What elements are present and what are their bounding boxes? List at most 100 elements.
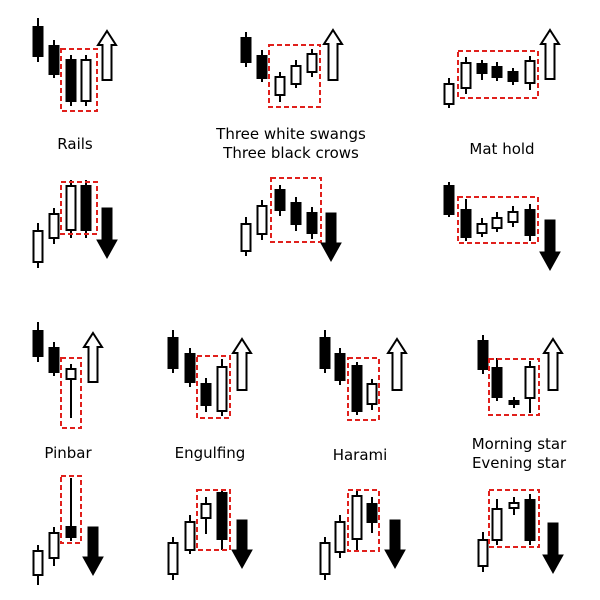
bearish-candle	[507, 68, 519, 85]
highlight-box	[196, 489, 231, 551]
bearish-candle	[319, 330, 331, 373]
label-pinbar: Pinbar	[44, 444, 92, 462]
bullish-candle	[184, 515, 196, 554]
panel-harami-bear	[319, 489, 406, 580]
bearish-candle	[508, 397, 520, 408]
panel-pinbar-bear	[32, 475, 104, 585]
up-arrow-icon	[96, 29, 118, 81]
panel-engulfing-bull	[167, 330, 253, 419]
bearish-candle	[274, 185, 286, 216]
down-arrow-icon	[542, 522, 564, 575]
bearish-candle	[240, 32, 252, 67]
up-arrow-icon	[539, 28, 561, 80]
bullish-candle	[80, 55, 92, 106]
bullish-candle	[65, 180, 77, 238]
bearish-candle	[65, 478, 77, 541]
bearish-candle	[524, 494, 536, 545]
panel-engulfing-bear	[167, 489, 253, 580]
down-arrow-icon	[539, 219, 561, 272]
bearish-candle	[32, 322, 44, 362]
label-engulfing: Engulfing	[174, 444, 246, 462]
label-harami: Harami	[332, 446, 388, 464]
label-three-white-swangs-three-black-crows: Three white swangs Three black crows	[216, 125, 366, 162]
highlight-box	[196, 355, 231, 419]
bearish-candle	[290, 197, 302, 231]
panel-mat-hold-bull	[443, 28, 561, 108]
highlight-box	[60, 181, 98, 235]
highlight-box	[347, 489, 380, 552]
bullish-candle	[524, 56, 536, 90]
panel-evening-star	[477, 489, 564, 575]
bearish-candle	[200, 378, 212, 412]
bullish-candle	[200, 497, 212, 534]
bullish-candle	[319, 537, 331, 580]
bullish-candle	[507, 206, 519, 227]
bullish-candle	[240, 217, 252, 256]
label-rails: Rails	[57, 135, 93, 153]
bearish-candle	[524, 204, 536, 241]
bearish-candle	[216, 490, 228, 550]
bullish-candle	[48, 208, 60, 244]
bullish-candle	[32, 545, 44, 585]
highlight-box	[268, 44, 321, 108]
up-arrow-icon	[82, 331, 104, 383]
bullish-candle	[491, 499, 503, 545]
label-mat-hold: Mat hold	[469, 140, 535, 158]
down-arrow-icon	[320, 212, 342, 263]
bearish-candle	[460, 199, 472, 241]
panel-rails-bull	[32, 18, 118, 112]
up-arrow-icon	[542, 337, 564, 391]
bearish-candle	[306, 207, 318, 239]
bullish-candle	[443, 78, 455, 108]
bullish-candle	[334, 515, 346, 558]
bullish-candle	[274, 72, 286, 102]
bullish-candle	[524, 361, 536, 413]
bearish-candle	[48, 342, 60, 376]
bearish-candle	[80, 180, 92, 238]
bullish-candle	[32, 223, 44, 268]
bullish-candle	[366, 379, 378, 410]
bearish-candle	[491, 358, 503, 401]
highlight-box	[270, 177, 322, 243]
bearish-candle	[48, 40, 60, 78]
bearish-candle	[65, 55, 77, 106]
bullish-candle	[48, 527, 60, 566]
bearish-candle	[443, 182, 455, 217]
down-arrow-icon	[96, 207, 118, 260]
bearish-candle	[334, 348, 346, 385]
bullish-candle	[508, 497, 520, 515]
bullish-candle	[460, 57, 472, 94]
panel-three-white-swangs	[240, 28, 344, 108]
bullish-candle	[290, 60, 302, 88]
down-arrow-icon	[384, 519, 406, 570]
highlight-box	[488, 489, 540, 548]
panel-rails-bear	[32, 180, 118, 268]
down-arrow-icon	[231, 519, 253, 570]
bearish-candle	[32, 18, 44, 62]
panel-mat-hold-bear	[443, 182, 561, 272]
highlight-box	[457, 196, 539, 244]
bullish-candle	[216, 359, 228, 416]
bearish-candle	[366, 497, 378, 533]
highlight-box	[60, 475, 82, 544]
bearish-candle	[256, 50, 268, 82]
up-arrow-icon	[322, 28, 344, 81]
bearish-candle	[184, 348, 196, 387]
bearish-candle	[476, 60, 488, 80]
bullish-candle	[476, 218, 488, 237]
panel-three-black-crows	[240, 177, 342, 263]
bullish-candle	[491, 212, 503, 232]
panel-pinbar-bull	[32, 322, 104, 429]
bearish-candle	[477, 335, 489, 374]
highlight-box	[457, 50, 539, 99]
bullish-candle	[477, 532, 489, 572]
highlight-box	[60, 357, 82, 429]
bullish-candle	[351, 490, 363, 552]
up-arrow-icon	[386, 337, 408, 391]
bullish-candle	[306, 49, 318, 77]
bearish-candle	[491, 62, 503, 81]
highlight-box	[488, 358, 540, 416]
bearish-candle	[351, 362, 363, 415]
panel-harami-bull	[319, 330, 408, 421]
